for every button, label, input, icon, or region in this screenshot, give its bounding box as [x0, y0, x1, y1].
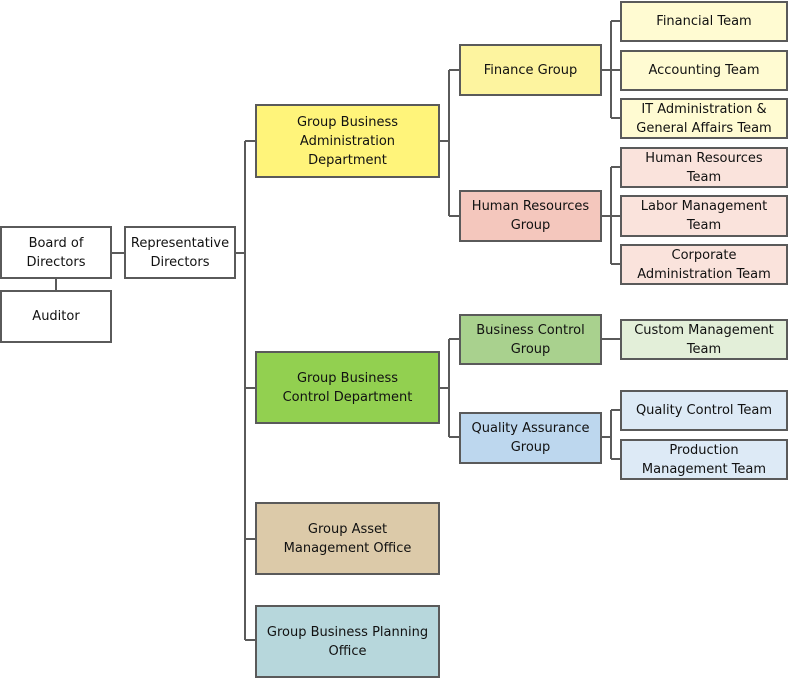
node-admin-dept: Group Business Administration Department	[255, 104, 440, 178]
node-representative-directors: Representative Directors	[124, 226, 236, 279]
node-qa-group: Quality Assurance Group	[459, 412, 602, 464]
node-quality-control-team: Quality Control Team	[620, 390, 788, 431]
node-production-management-team: Production Management Team	[620, 439, 788, 480]
node-asset-office: Group Asset Management Office	[255, 502, 440, 575]
node-labor-team: Labor Management Team	[620, 195, 788, 237]
node-auditor: Auditor	[0, 290, 112, 343]
node-board-of-directors: Board of Directors	[0, 226, 112, 279]
node-hr-team: Human Resources Team	[620, 147, 788, 188]
node-it-admin-team: IT Administration & General Affairs Team	[620, 98, 788, 139]
connector-admin-groups	[440, 69, 459, 217]
node-corporate-admin-team: Corporate Administration Team	[620, 244, 788, 285]
connector-finance-teams	[602, 20, 620, 119]
node-business-control-group: Business Control Group	[459, 314, 602, 365]
node-accounting-team: Accounting Team	[620, 50, 788, 91]
node-finance-group: Finance Group	[459, 44, 602, 96]
node-planning-office: Group Business Planning Office	[255, 605, 440, 678]
node-control-dept: Group Business Control Department	[255, 351, 440, 424]
node-hr-group: Human Resources Group	[459, 190, 602, 242]
connector-qa-teams	[602, 409, 620, 460]
connector-hr-teams	[602, 166, 620, 265]
node-custom-management-team: Custom Management Team	[620, 319, 788, 360]
connector-control-groups	[440, 338, 459, 438]
node-financial-team: Financial Team	[620, 1, 788, 42]
